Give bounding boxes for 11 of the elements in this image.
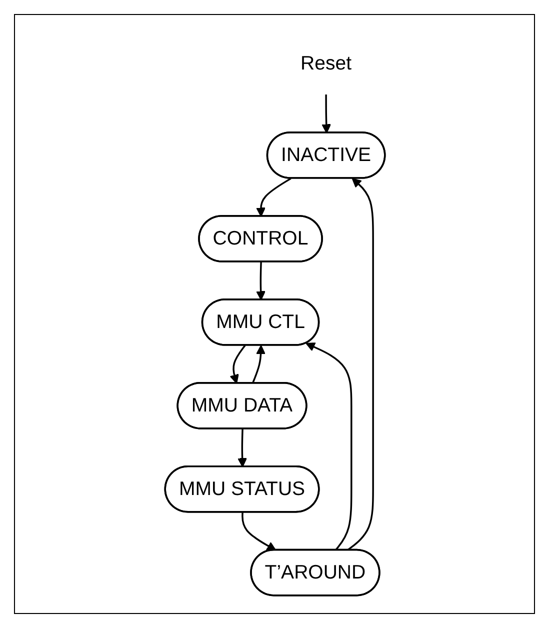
- arrow: [241, 512, 276, 551]
- node-text: Reset: [300, 52, 352, 74]
- arrow: [321, 94, 331, 134]
- arrow: [256, 262, 266, 300]
- arrow: [305, 342, 352, 551]
- state-diagram: Reset INACTIVE CONTROL MMU CTL MMU DATA MMU STATUS T’AROUND: [30, 24, 520, 604]
- arrow: [256, 178, 291, 217]
- arrow: [346, 178, 374, 552]
- arrow: [251, 345, 266, 384]
- arrow: [229, 344, 246, 384]
- arrow: [237, 428, 247, 468]
